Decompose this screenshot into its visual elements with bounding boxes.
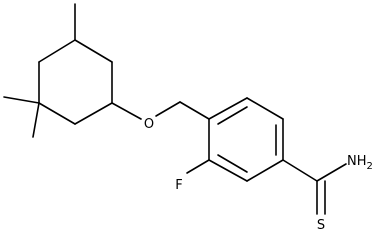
ether-linkage: [111, 101, 210, 120]
benzene-ring: [208, 97, 284, 182]
amine-label: NH2: [347, 154, 373, 172]
thioamide-group: [282, 159, 347, 215]
oxygen-label: O: [144, 117, 154, 132]
fluorine-bond: [186, 159, 210, 174]
fluorine-label: F: [175, 178, 182, 193]
molecule-diagram: O F NH2 S: [3, 3, 373, 233]
structure-canvas: O F NH2 S: [3, 3, 373, 233]
sulfur-label: S: [317, 218, 325, 231]
methyl-groups: [3, 3, 76, 138]
cyclohexane-ring: [38, 39, 113, 125]
